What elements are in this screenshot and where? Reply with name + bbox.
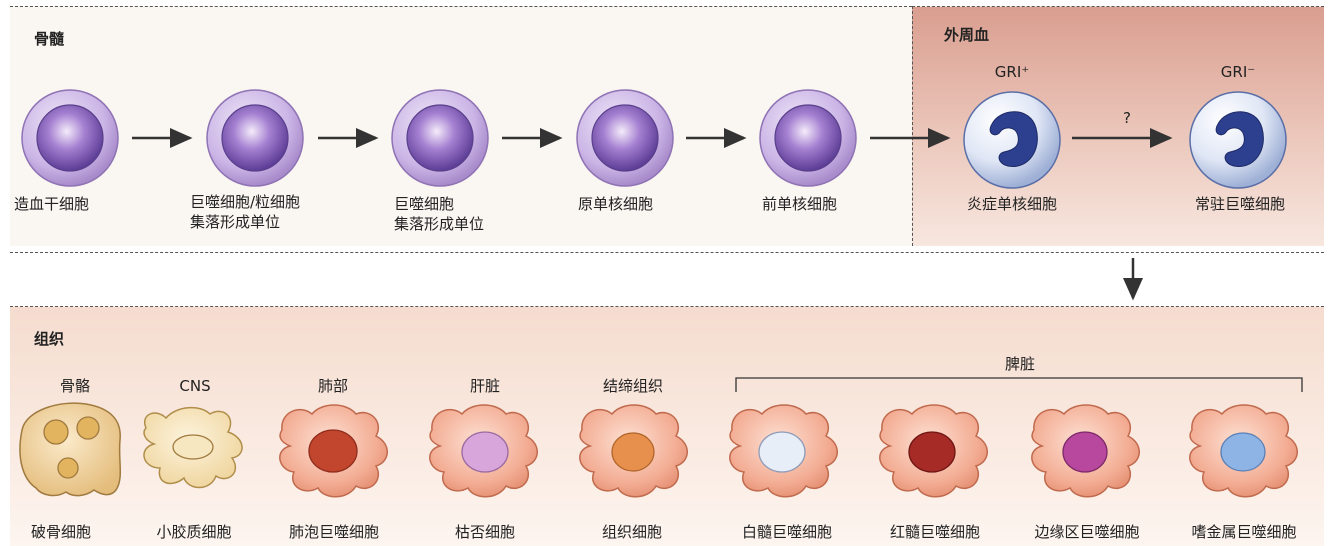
alveolar-macrophage-icon	[279, 404, 388, 498]
white-pulp-macrophage-label: 白髓巨噬细胞	[741, 523, 832, 541]
microglia-label: 小胶质细胞	[156, 523, 232, 541]
marginal-zone-macrophage-label: 边缘区巨噬细胞	[1034, 523, 1140, 541]
resident-macrophage-monocyte-icon	[1189, 91, 1287, 189]
m-cfu-cell-icon	[391, 89, 489, 187]
m-cfu-label-line2: 集落形成单位	[394, 215, 485, 233]
tissue-title: 组织	[34, 330, 65, 348]
stem-cell-icon	[21, 89, 119, 187]
section-divider	[10, 252, 1324, 253]
bone-marrow-title: 骨髓	[34, 30, 65, 48]
inflammatory-monocyte-icon	[963, 91, 1061, 189]
lung-group-label: 肺部	[317, 377, 348, 395]
metallophilic-macrophage-icon	[1189, 404, 1298, 498]
monoblast-cell-icon	[576, 89, 674, 187]
promonocyte-cell-icon	[759, 89, 857, 187]
osteoclast-label: 破骨细胞	[30, 523, 91, 541]
red-pulp-macrophage-label: 红髓巨噬细胞	[889, 523, 980, 541]
gr1-positive-marker: GRI⁺	[994, 63, 1030, 81]
histiocyte-icon	[579, 404, 688, 498]
histiocyte-label: 组织细胞	[601, 523, 662, 541]
gm-cfu-label-line2: 集落形成单位	[190, 213, 281, 231]
kupffer-cell-icon	[429, 404, 538, 498]
microglia-icon	[143, 406, 243, 489]
gm-cfu-label-line1: 巨噬细胞/粒细胞	[190, 193, 301, 211]
bone-group-label: 骨骼	[59, 377, 90, 395]
connective-tissue-group-label: 结缔组织	[602, 377, 663, 395]
spleen-group-label: 脾脏	[1004, 355, 1035, 373]
spleen-bracket	[735, 377, 1303, 392]
inflammatory-monocyte-label: 炎症单核细胞	[966, 195, 1057, 213]
kupffer-cell-label: 枯否细胞	[454, 523, 515, 541]
red-pulp-macrophage-icon	[879, 404, 988, 498]
marginal-zone-macrophage-icon	[1031, 404, 1140, 498]
m-cfu-label-line1: 巨噬细胞	[394, 195, 455, 213]
liver-group-label: 肝脏	[469, 377, 500, 395]
gr1-negative-marker: GRI⁻	[1220, 63, 1256, 81]
white-pulp-macrophage-icon	[729, 404, 838, 498]
cns-group-label: CNS	[179, 377, 211, 395]
osteoclast-icon	[19, 402, 122, 497]
hsc-label: 造血干细胞	[14, 195, 90, 213]
resident-macrophage-label: 常驻巨噬细胞	[1194, 195, 1285, 213]
metallophilic-macrophage-label: 嗜金属巨噬细胞	[1191, 523, 1297, 541]
transition-question-label: ?	[1123, 109, 1131, 127]
alveolar-macrophage-label: 肺泡巨噬细胞	[288, 523, 379, 541]
monoblast-label: 原单核细胞	[578, 195, 654, 213]
gm-cfu-cell-icon	[206, 89, 304, 187]
promonocyte-label: 前单核细胞	[762, 195, 838, 213]
peripheral-blood-title: 外周血	[944, 26, 990, 44]
